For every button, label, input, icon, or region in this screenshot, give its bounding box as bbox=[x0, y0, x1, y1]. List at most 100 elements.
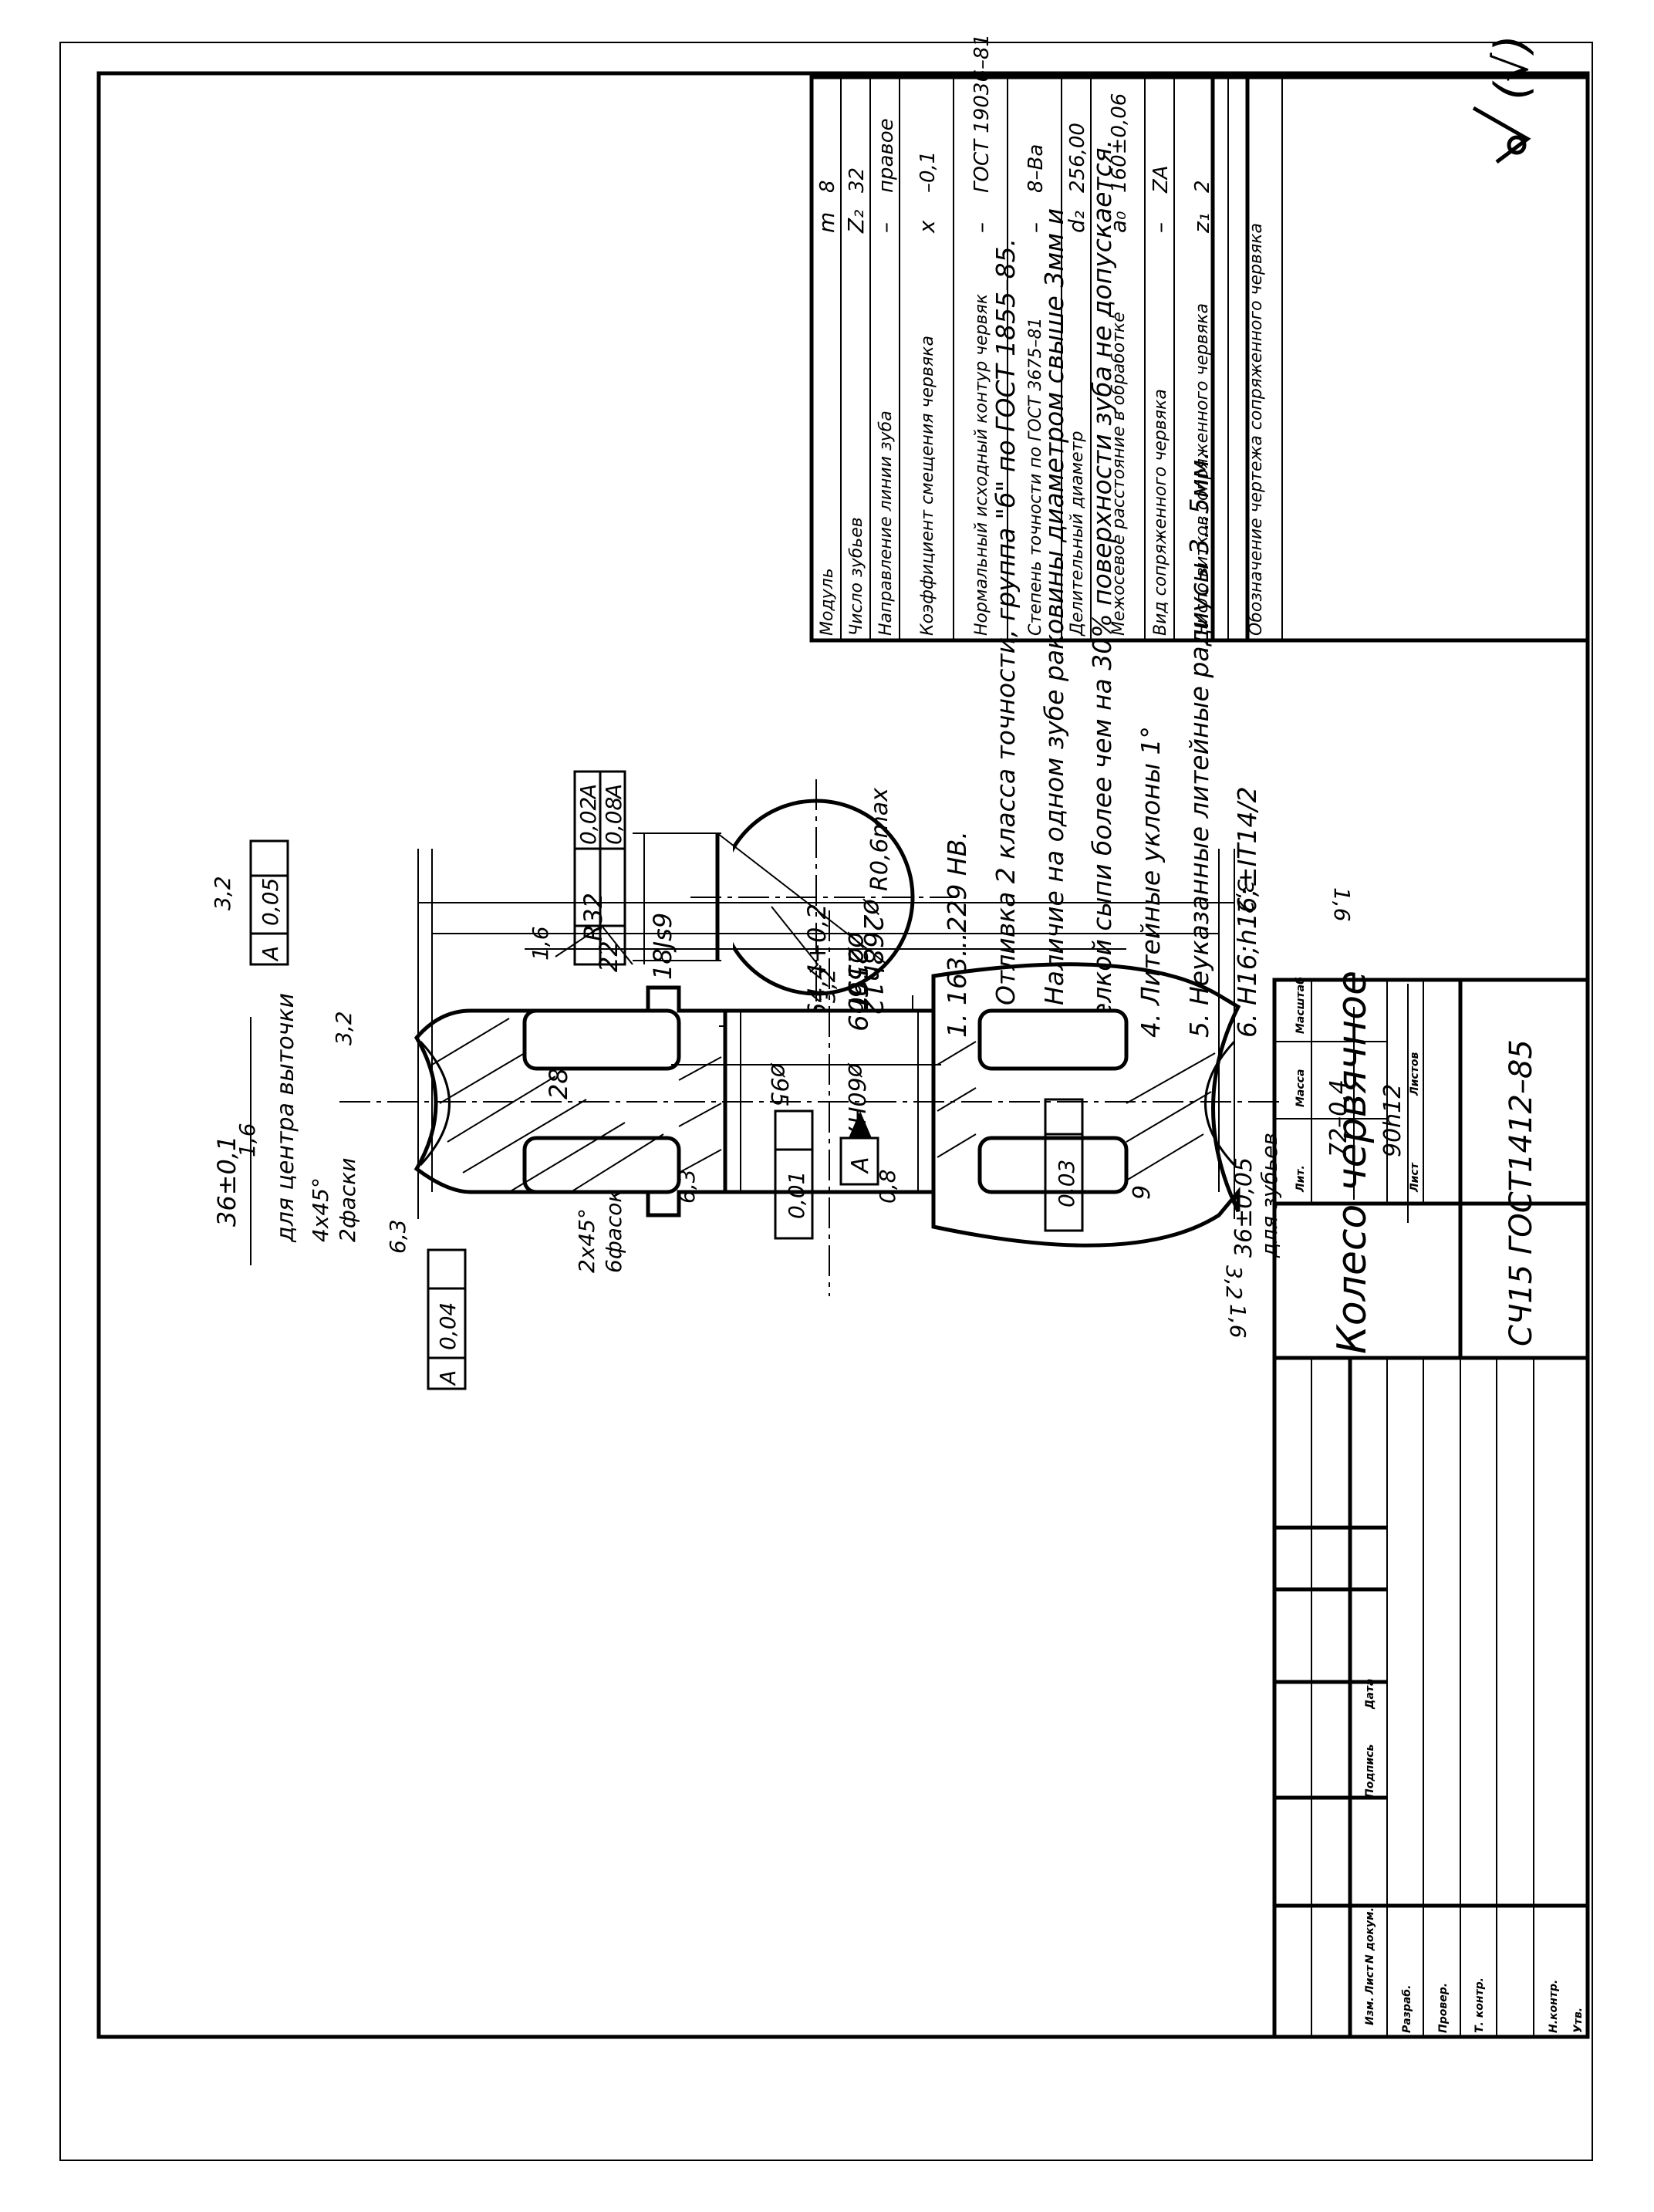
note-3: 3. Наличие на одном зубе раковины диамет… bbox=[1039, 208, 1069, 1038]
keyway-tol-box-2: 0,08 bbox=[601, 797, 626, 845]
stamp-label-izm: Изм. bbox=[1364, 1997, 1376, 2025]
dim-9: 9 bbox=[1129, 1185, 1156, 1200]
title-sheets: Листов bbox=[1409, 1052, 1421, 1096]
part-title: Колесо червячное bbox=[1329, 971, 1376, 1354]
wheel-section bbox=[339, 910, 1281, 1296]
dim-268: ø268h12 bbox=[857, 898, 888, 1015]
table-param-value: –0,1 bbox=[916, 151, 940, 193]
table-param-symbol: – bbox=[1022, 222, 1048, 233]
table-param-symbol: – bbox=[968, 222, 994, 233]
stamp-label-razrab: Разраб. bbox=[1401, 1985, 1413, 2033]
stamp-label-sign: Подпись bbox=[1364, 1744, 1376, 1798]
note-4: 4. Литейные уклоны 1° bbox=[1136, 726, 1166, 1038]
roughness-6-3-b: 6,3 bbox=[674, 1169, 700, 1204]
title-mass: Масса bbox=[1295, 1069, 1307, 1107]
dim-36-bottom: 36±0,05 bbox=[1230, 1157, 1257, 1258]
table-param-symbol: d₂ bbox=[1064, 211, 1089, 233]
table-param-symbol: z₁ bbox=[1189, 213, 1214, 234]
general-roughness-symbol: (√) bbox=[1472, 35, 1539, 164]
table-param-name: Межосевое расстояние в обработке bbox=[1109, 312, 1129, 636]
stamp-label-utv: Утв. bbox=[1572, 2008, 1585, 2033]
table-param-symbol: m bbox=[814, 212, 839, 233]
roughness-3-2-c: 3,2 bbox=[1233, 880, 1258, 914]
note-5: 5. Неуказанные литейные радиусы 3...5мм. bbox=[1184, 451, 1214, 1038]
table-param-name: Делительный диаметр bbox=[1068, 431, 1087, 637]
table-param-symbol: a₀ bbox=[1105, 211, 1131, 233]
keyway-tol-datum-1: A bbox=[576, 784, 601, 800]
table-param-symbol: – bbox=[1147, 222, 1173, 233]
keyway-section: 64,4+0,2 18Js9 R0,6max 3,2 1,6 0,02 0,08… bbox=[528, 770, 957, 1034]
outer-border bbox=[59, 42, 1593, 2161]
chamfer-2-note: 6фасок bbox=[601, 1190, 626, 1273]
dim-28: 28 bbox=[544, 1068, 573, 1099]
tol-perp: 0,03 bbox=[1054, 1160, 1079, 1207]
title-block: Изм. Лист N докум. Подпись Дата Разраб. … bbox=[1272, 971, 1590, 2039]
table-param-name: Обозначение чертежа сопряженного червяка bbox=[1247, 223, 1266, 636]
note-1: 1. 163...229 HB. bbox=[942, 831, 972, 1038]
tol-radial-top-datum: A bbox=[435, 1370, 461, 1386]
tol-radial-left-datum: A bbox=[258, 946, 283, 962]
main-dimensions: ø268h12 ø256h9 ø190 ø95 ø60H7 A 0,03 0,0… bbox=[210, 839, 1409, 1390]
table-param-name: Вид сопряженного червяка bbox=[1151, 389, 1170, 636]
dim-95: ø95 bbox=[765, 1062, 792, 1107]
table-param-name: Нормальный исходный контур червяк bbox=[972, 293, 991, 636]
keyway-roughness-1-6: 1,6 bbox=[528, 926, 553, 961]
note-3b: мелкой сыпи более чем на 30% поверхности… bbox=[1087, 140, 1117, 1038]
part-material: СЧ15 ГОСТ1412–85 bbox=[1504, 1039, 1539, 1346]
table-param-value: 32 bbox=[846, 167, 869, 193]
tol-cyl: 0,01 bbox=[784, 1171, 809, 1219]
dim-22: 22 bbox=[594, 941, 623, 972]
table-param-value: правое bbox=[875, 118, 898, 193]
datum-a-label: A bbox=[847, 1157, 874, 1174]
note-2: 2. Отливка 2 класса точности, группа "б"… bbox=[991, 238, 1021, 1038]
keyway-tol-box-1: 0,02 bbox=[576, 797, 601, 845]
dim-190: ø190 bbox=[842, 947, 873, 1014]
stamp-label-prover: Провер. bbox=[1437, 1983, 1450, 2033]
roughness-3-2-b: 3,2 bbox=[331, 1011, 356, 1045]
roughness-1-6-c: 1,6 bbox=[1225, 1304, 1251, 1339]
table-param-name: Число зубьев bbox=[847, 517, 866, 636]
chamfer-4-label: 4x45° bbox=[308, 1177, 333, 1242]
dim-r32: R32 bbox=[579, 893, 608, 941]
table-param-value: 256,00 bbox=[1066, 123, 1089, 193]
dim-90: 90h12 bbox=[1379, 1084, 1406, 1157]
table-param-value: 8–Ва bbox=[1024, 144, 1048, 193]
roughness-bracket: (√) bbox=[1485, 35, 1539, 100]
table-param-name: Число витков сопряженного червяка bbox=[1193, 303, 1212, 636]
stamp-label-date: Дата bbox=[1364, 1679, 1376, 1710]
dim-36-top-note: для центра выточки bbox=[272, 993, 299, 1243]
table-param-name: Направление линии зуба bbox=[876, 410, 896, 636]
stamp-label-nkontr: Н.контр. bbox=[1548, 1980, 1560, 2033]
table-param-symbol: – bbox=[873, 222, 898, 233]
chamfer-4-note: 2фаски bbox=[335, 1158, 360, 1242]
roughness-3-2-d: 3,2 bbox=[1221, 1265, 1247, 1300]
keyway-depth-dim: 64,4+0,2 bbox=[802, 903, 832, 1018]
table-param-value: 160±0,06 bbox=[1108, 93, 1131, 193]
table-param-name: Степень точности по ГОСТ 3675–81 bbox=[1026, 318, 1045, 636]
tol-radial-left: 0,05 bbox=[258, 878, 283, 926]
stamp-label-doc: N докум. bbox=[1364, 1907, 1376, 1964]
chamfer-2-label: 2x45° bbox=[574, 1208, 599, 1273]
keyway-width-dim: 18Js9 bbox=[648, 913, 677, 980]
roughness-3-2-a: 3,2 bbox=[210, 876, 235, 910]
roughness-1-6-a: 1,6 bbox=[235, 1123, 260, 1157]
keyway-tol-datum-2: A bbox=[601, 784, 626, 800]
table-param-symbol: x bbox=[914, 220, 940, 234]
roughness-0-8: 0,8 bbox=[875, 1169, 900, 1204]
table-param-value: 8 bbox=[816, 180, 839, 193]
note-6: 6. H16;h16;±IT14/2 bbox=[1232, 786, 1262, 1038]
table-param-name: Модуль bbox=[818, 568, 837, 636]
table-param-symbol: Z₂ bbox=[843, 210, 869, 234]
title-scale: Масштаб bbox=[1295, 977, 1307, 1034]
keyway-roughness-3-2: 3,2 bbox=[815, 968, 840, 1003]
roughness-6-3-a: 6,3 bbox=[385, 1219, 410, 1254]
keyway-radius: R0,6max bbox=[866, 788, 893, 891]
dim-36-top: 36±0,1 bbox=[212, 1136, 241, 1227]
table-param-value: ZA bbox=[1149, 165, 1173, 194]
title-lit: Лит. bbox=[1295, 1165, 1307, 1193]
dim-36-bottom-note: для зубьев bbox=[1257, 1133, 1282, 1258]
stamp-label-list: Лист bbox=[1364, 1964, 1376, 1995]
dim-72: 72–0,4 bbox=[1325, 1079, 1352, 1157]
